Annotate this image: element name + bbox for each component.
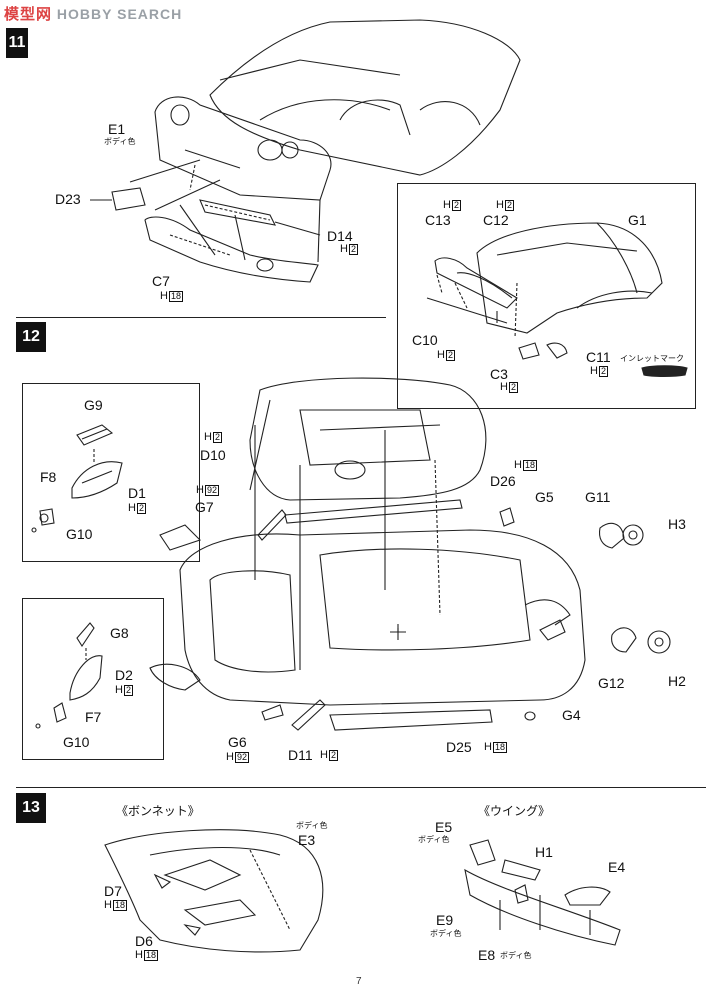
headlight-right-inset bbox=[22, 598, 164, 760]
step-12-divider bbox=[16, 317, 386, 318]
headlight-left-drawing bbox=[31, 424, 123, 533]
part-D11-label: D11 bbox=[288, 747, 313, 763]
part-D14-label: D14 bbox=[327, 228, 353, 244]
step-11-drawing bbox=[90, 19, 521, 283]
step-13-divider bbox=[16, 787, 706, 788]
watermark: 模型网 HOBBY SEARCH bbox=[4, 3, 182, 24]
headlight-left-inset bbox=[22, 383, 200, 562]
part-G4-label: G4 bbox=[562, 707, 581, 723]
part-G12-label: G12 bbox=[598, 675, 625, 691]
part-G9-label: G9 bbox=[84, 397, 103, 413]
headlight-right-drawing bbox=[35, 622, 103, 729]
part-G8-label: G8 bbox=[110, 625, 129, 641]
part-H3-label: H3 bbox=[668, 516, 686, 532]
bonnet-section-title: 《ボンネット》 bbox=[116, 804, 200, 818]
step-11-badge: 11 bbox=[6, 28, 28, 58]
step-12-badge: 12 bbox=[16, 322, 46, 352]
part-G1-label: G1 bbox=[628, 212, 647, 228]
part-E1-label: E1 bbox=[108, 121, 126, 137]
part-F7-label: F7 bbox=[85, 709, 102, 725]
part-C11-label: C11 bbox=[586, 349, 611, 365]
part-D23-label: D23 bbox=[55, 191, 81, 207]
part-G7-label: G7 bbox=[195, 499, 214, 515]
part-E9-label: E9 bbox=[436, 912, 454, 928]
chassis-drawing bbox=[149, 377, 671, 731]
part-E3-note: ボディ色 bbox=[296, 821, 328, 830]
part-H1-label: H1 bbox=[535, 844, 553, 860]
part-E5-note: ボディ色 bbox=[418, 835, 450, 844]
page-number: 7 bbox=[356, 976, 362, 987]
part-G10b-label: G10 bbox=[63, 734, 90, 750]
part-D7-label: D7 bbox=[104, 883, 122, 899]
part-G5-label: G5 bbox=[535, 489, 554, 505]
part-D26-label: D26 bbox=[490, 473, 516, 489]
part-D1-label: D1 bbox=[128, 485, 146, 501]
part-E4-label: E4 bbox=[608, 859, 626, 875]
part-E5-label: E5 bbox=[435, 819, 453, 835]
part-C13-label: C13 bbox=[425, 212, 451, 228]
wing-section-title: 《ウイング》 bbox=[478, 804, 551, 818]
part-G10a-label: G10 bbox=[66, 526, 93, 542]
part-C3-label: C3 bbox=[490, 366, 508, 382]
part-E8-label: E8 bbox=[478, 947, 496, 963]
roof-detail-drawing bbox=[426, 222, 688, 378]
part-D25-label: D25 bbox=[446, 739, 472, 755]
part-F8-label: F8 bbox=[40, 469, 57, 485]
part-E8-note: ボディ色 bbox=[500, 951, 532, 960]
part-E9-note: ボディ色 bbox=[430, 929, 462, 938]
step-13-badge: 13 bbox=[16, 793, 46, 823]
part-C12-label: C12 bbox=[483, 212, 509, 228]
step-13-drawing bbox=[104, 829, 621, 953]
part-C7-label: C7 bbox=[152, 273, 170, 289]
part-C10-label: C10 bbox=[412, 332, 438, 348]
part-D6-label: D6 bbox=[135, 933, 153, 949]
part-H2-label: H2 bbox=[668, 673, 686, 689]
watermark-cn: 模型网 bbox=[4, 6, 53, 23]
watermark-en: HOBBY SEARCH bbox=[56, 6, 183, 22]
part-G11-label: G11 bbox=[585, 489, 611, 505]
part-E1-note: ボディ色 bbox=[104, 137, 136, 146]
part-D10-label: D10 bbox=[200, 447, 226, 463]
part-D2-label: D2 bbox=[115, 667, 133, 683]
inlet-mark-label: インレットマーク bbox=[620, 354, 684, 363]
part-G6-label: G6 bbox=[228, 734, 247, 750]
part-E3-label: E3 bbox=[298, 832, 316, 848]
